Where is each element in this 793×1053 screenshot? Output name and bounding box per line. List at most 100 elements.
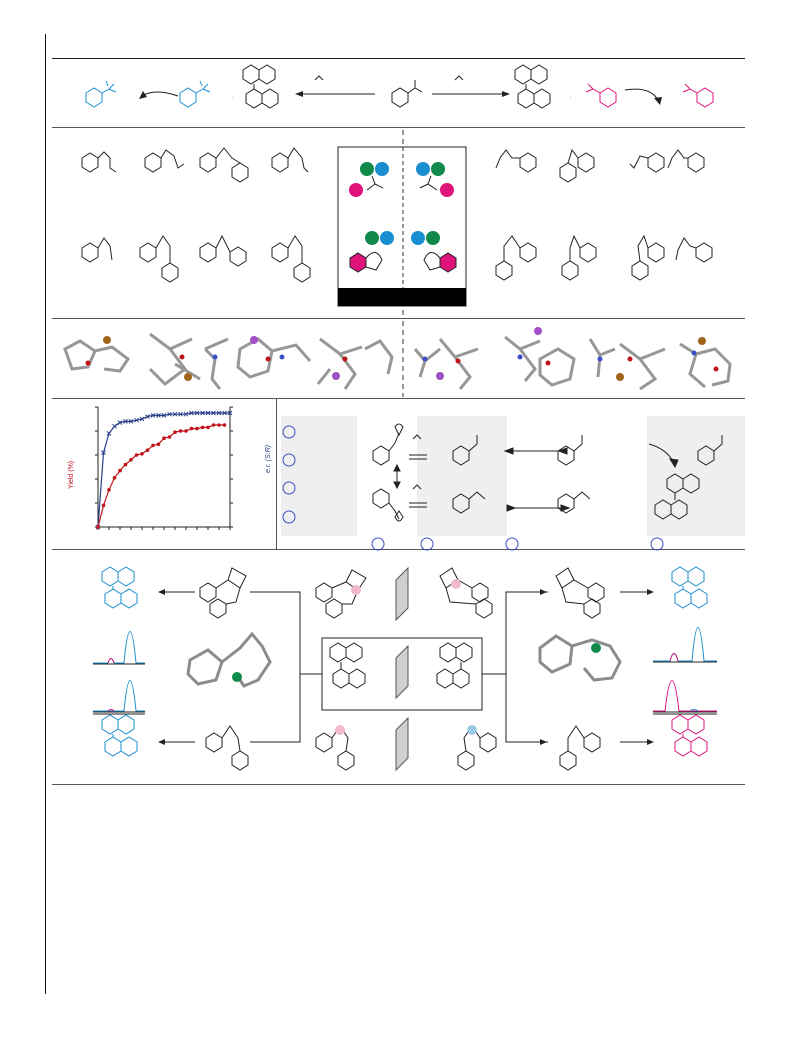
purple-atom-2 [332, 372, 340, 380]
pink-helicene-bottom-right [671, 714, 708, 757]
green-ion-left [232, 672, 242, 682]
hplc-trace-bottom-left [93, 680, 145, 715]
figure-top-rule [52, 58, 745, 59]
series-0-point [112, 423, 117, 429]
series-0-point [145, 414, 150, 419]
series-1-point [134, 453, 139, 457]
panel-d-vertical-rule [276, 399, 277, 549]
purple-atom-4 [534, 327, 542, 335]
bronze-atom-3 [616, 373, 624, 381]
series-1-point [211, 423, 216, 427]
series-0-point [227, 410, 233, 416]
mechanism-grey-panel-middle [417, 416, 507, 536]
series-1-point [101, 503, 106, 508]
series-1-point [112, 476, 117, 480]
series-1-point [151, 443, 155, 448]
series-0-point [106, 431, 112, 436]
series-0-point [183, 411, 189, 417]
blue-helicene-bottom-left [101, 714, 138, 757]
series-0-point [200, 410, 205, 416]
svg-text:.: . [232, 94, 233, 100]
divider-d [52, 549, 745, 550]
series-0-point [117, 420, 123, 425]
series-1-point [184, 429, 188, 433]
series-0-point [189, 410, 194, 416]
series-1-point [123, 462, 128, 467]
left-helicene-structure [242, 64, 279, 109]
panel-d-kinetics-chart: Yield (%) e.r. (S:R) [52, 399, 276, 549]
mirror-plane-center [395, 644, 409, 700]
series-1-point [96, 525, 100, 529]
hplc-trace-top-left [93, 631, 145, 665]
panel-c-drawing [63, 321, 732, 397]
central-substrate-structure [391, 80, 423, 108]
step-circle-3 [505, 537, 519, 551]
bronze-atom-2 [184, 373, 192, 381]
series-1-point [162, 436, 166, 440]
blue-helicene-top-left [101, 566, 138, 609]
mirror-plane-top [395, 566, 409, 622]
green-ion-right [591, 643, 601, 653]
series-1-point [145, 448, 150, 452]
series-0-point [194, 410, 200, 416]
purple-atom-3 [436, 372, 444, 380]
purple-atom-1 [250, 336, 258, 344]
series-0-point [167, 411, 172, 417]
series-1-point [195, 426, 199, 431]
right-helicene-structure [514, 64, 551, 109]
series-1-point [156, 442, 161, 446]
series-1-point [222, 423, 227, 427]
series-0-point [150, 413, 156, 418]
series-1-point [173, 430, 177, 434]
pink-product-far-right-structure [682, 83, 714, 108]
legend-circle-4 [282, 510, 296, 524]
figure-bottom-rule [52, 784, 745, 785]
series-1-point [140, 452, 144, 456]
legend-circle-3 [282, 481, 296, 495]
step-circle-2 [420, 537, 434, 551]
pink-product-right-structure [585, 83, 617, 108]
legend-circle-1 [282, 425, 296, 439]
page-margin-rule [45, 34, 46, 994]
series-0-point [139, 416, 145, 422]
panel-e-drawing [282, 423, 723, 551]
series-0-point [101, 450, 106, 455]
panel-b-drawing [81, 130, 713, 316]
step-circle-4 [650, 537, 664, 551]
series-1-point [217, 423, 221, 427]
divider-a [52, 127, 745, 128]
series-0-point [211, 410, 216, 416]
svg-text:.: . [570, 94, 571, 100]
mechanism-grey-panel-right [647, 416, 745, 536]
step-circle-1 [371, 537, 385, 551]
series-0-point [216, 410, 222, 416]
series-1-point [206, 425, 210, 430]
mirror-plane-bottom [395, 716, 409, 772]
series-1-point [200, 425, 205, 430]
series-1-point [118, 468, 122, 473]
series-1-point [107, 488, 111, 492]
divider-c [52, 398, 745, 399]
hplc-trace-top-right [653, 627, 717, 663]
series-0-point [205, 410, 211, 416]
panel-f-drawing [93, 566, 717, 772]
series-1-point [178, 429, 183, 433]
bronze-atom-1 [103, 336, 111, 344]
series-0-point [128, 419, 134, 424]
divider-b [52, 318, 745, 319]
series-0-point [222, 410, 227, 416]
panel-a-drawing: . . [85, 64, 714, 109]
series-0-point [134, 417, 139, 423]
series-1-point [167, 435, 172, 439]
blue-product-far-left-structure [85, 80, 117, 108]
series-1-line [97, 424, 225, 528]
blue-helicene-top-right [671, 566, 708, 609]
series-0-point [156, 413, 161, 418]
series-0-point [123, 419, 128, 424]
series-1-point [129, 458, 133, 462]
series-0-point [161, 413, 167, 418]
blue-product-left-structure [179, 80, 211, 108]
hplc-trace-bottom-right [653, 680, 717, 715]
panel-b-substrates [0, 128, 793, 318]
series-0-point [172, 411, 178, 417]
